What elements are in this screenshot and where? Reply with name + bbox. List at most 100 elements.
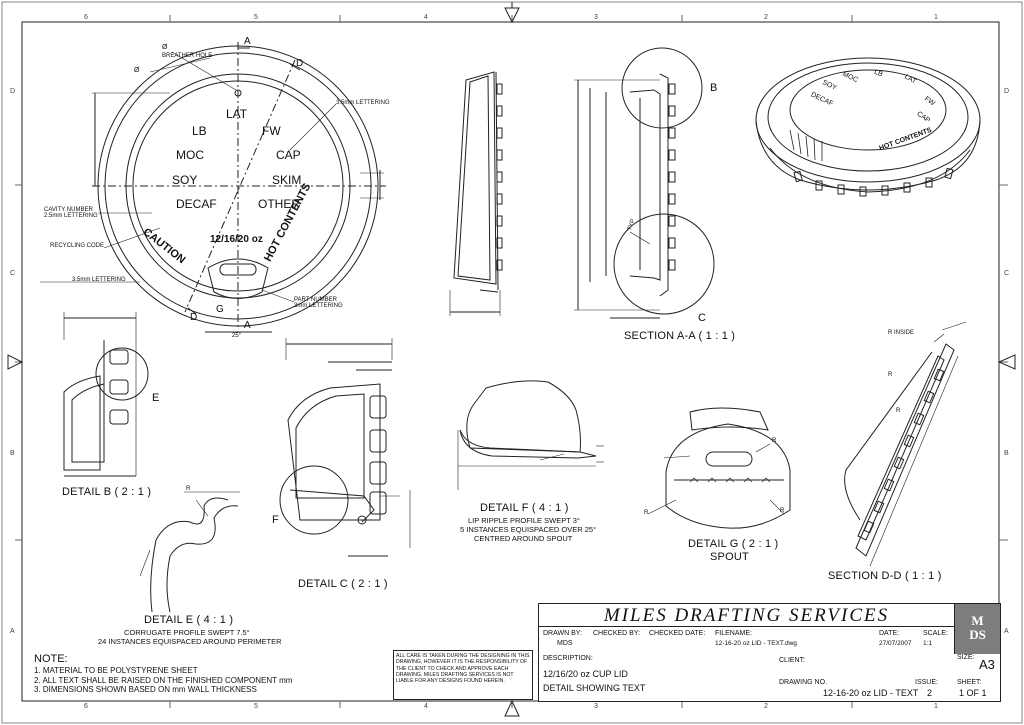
lid-word-moc: MOC	[176, 148, 204, 162]
detail-e-note-1: CORRUGATE PROFILE SWEPT 7.5°	[124, 628, 250, 637]
description-line-1: 12/16/20 oz CUP LID	[543, 669, 628, 679]
grid-row-a-right: A	[1004, 628, 1009, 635]
lid-word-skim: SKIM	[272, 173, 302, 187]
diameter-symbol-1: Ø	[162, 44, 168, 51]
section-label-d-top: D	[296, 58, 304, 69]
drawing-no-value: 12-16-20 oz LID - TEXT	[823, 688, 919, 698]
detail-g-radius-3: R	[780, 508, 785, 514]
logo-bottom-letters: DS	[969, 627, 986, 642]
lid-word-soy: SOY	[172, 173, 198, 187]
breather-hole-label: BREATHER HOLE	[162, 53, 213, 59]
detail-c	[279, 338, 411, 557]
grid-col-5-bottom: 5	[254, 703, 258, 710]
detail-g-title: DETAIL G ( 2 : 1 )	[688, 538, 779, 550]
lid-word-other: OTHER	[258, 197, 300, 211]
sheet-label: SHEET:	[957, 679, 982, 686]
checked-by-label: CHECKED BY:	[593, 630, 641, 637]
detail-marker-f: F	[272, 514, 279, 526]
note-2: 2. ALL TEXT SHALL BE RAISED ON THE FINIS…	[34, 675, 293, 685]
grid-col-4: 4	[424, 14, 428, 21]
detail-g	[647, 407, 791, 529]
filename-value: 12-16-20 oz LID - TEXT.dwg	[715, 640, 797, 647]
detail-g-radius-1: R	[772, 438, 777, 444]
detail-f-title: DETAIL F ( 4 : 1 )	[480, 502, 569, 514]
section-d-d-radius-1: R	[888, 372, 893, 378]
detail-g-subtitle: SPOUT	[710, 551, 749, 563]
lid-word-lb: LB	[192, 124, 207, 138]
diameter-symbol-2: Ø	[134, 67, 140, 74]
centering-marks	[7, 2, 1016, 717]
grid-col-3-bottom: 3	[594, 703, 598, 710]
detail-b-title: DETAIL B ( 2 : 1 )	[62, 486, 152, 498]
note-3: 3. DIMENSIONS SHOWN BASED ON mm WALL THI…	[34, 685, 257, 694]
inner-frame	[21, 21, 1000, 702]
detail-g-radius-2: R	[644, 510, 649, 516]
client-label: CLIENT:	[779, 657, 806, 664]
plan-view	[40, 42, 386, 333]
section-a-a-title: SECTION A-A ( 1 : 1 )	[624, 330, 736, 342]
description-label: DESCRIPTION:	[543, 655, 593, 662]
description-line-2: DETAIL SHOWING TEXT	[543, 683, 646, 693]
detail-label-g: G	[216, 304, 224, 315]
detail-e-radius: R	[186, 486, 191, 492]
detail-f-note-3: CENTRED AROUND SPOUT	[474, 534, 573, 543]
title-block: MILES DRAFTING SERVICES M DS DRAWN BY: M…	[538, 603, 1001, 702]
date-label: DATE:	[879, 630, 900, 637]
notes-heading: NOTE:	[34, 653, 68, 665]
grid-row-d: D	[10, 88, 16, 95]
company-name: MILES DRAFTING SERVICES	[539, 604, 954, 627]
logo-top-letter: M	[971, 613, 984, 628]
filename-label: FILENAME:	[715, 630, 752, 637]
angle-25-label: 25°	[232, 333, 242, 339]
size-label: SIZE:	[957, 654, 975, 661]
detail-marker-b: B	[710, 82, 718, 94]
section-d-d-radius-2: R	[896, 408, 901, 414]
isometric-view	[755, 57, 981, 197]
grid-row-b: B	[10, 450, 15, 457]
drawn-by-value: MDS	[557, 640, 573, 647]
general-notes: NOTE: 1. MATERIAL TO BE POLYSTYRENE SHEE…	[34, 653, 292, 695]
drawn-by-label: DRAWN BY:	[543, 630, 583, 637]
scale-label: SCALE:	[923, 630, 948, 637]
issue-label: ISSUE:	[915, 679, 938, 686]
grid-col-6-bottom: 6	[84, 703, 88, 710]
grid-col-2-bottom: 2	[764, 703, 768, 710]
detail-e-title: DETAIL E ( 4 : 1 )	[144, 614, 234, 626]
disclaimer-box: ALL CARE IS TAKEN DURING THE DESIGNING I…	[393, 650, 533, 700]
grid-row-c: C	[10, 270, 16, 277]
grid-ticks	[15, 15, 1008, 708]
grid-col-4-bottom: 4	[424, 703, 428, 710]
grid-col-5: 5	[254, 14, 258, 21]
section-a-a	[574, 47, 715, 319]
grid-col-1-bottom: 1	[934, 703, 938, 710]
grid-col-1: 1	[934, 14, 938, 21]
detail-f	[457, 380, 604, 490]
lid-size-text: 12/16/20 oz	[210, 234, 263, 245]
detail-marker-e: E	[152, 392, 160, 404]
detail-e	[139, 491, 240, 613]
grid-col-6: 6	[84, 14, 88, 21]
lettering-35-top-label: 3.5mm LETTERING	[336, 100, 390, 106]
checked-date-label: CHECKED DATE:	[649, 630, 706, 637]
grid-row-c-right: C	[1004, 270, 1010, 277]
section-d-d	[844, 321, 967, 567]
grid-col-2: 2	[764, 14, 768, 21]
grid-row-b-right: B	[1004, 450, 1009, 457]
lid-word-decaf: DECAF	[176, 197, 217, 211]
section-label-d-bottom: D	[190, 312, 198, 323]
date-value: 27/07/2007	[879, 640, 912, 647]
detail-f-note-1: LIP RIPPLE PROFILE SWEPT 3°	[468, 516, 580, 525]
sheet-value: 1 OF 1	[959, 688, 987, 698]
grid-row-d-right: D	[1004, 88, 1010, 95]
note-1: 1. MATERIAL TO BE POLYSTYRENE SHEET	[34, 666, 198, 675]
recycling-code-label: RECYCLING CODE	[50, 243, 105, 249]
section-label-a-bottom: A	[244, 320, 251, 331]
detail-marker-c: C	[698, 312, 706, 324]
lid-word-lat: LAT	[226, 107, 248, 121]
side-view	[449, 71, 503, 316]
drawing-no-label: DRAWING NO.	[779, 679, 827, 686]
section-label-a-top: A	[244, 36, 251, 47]
company-logo: M DS	[954, 604, 1000, 654]
